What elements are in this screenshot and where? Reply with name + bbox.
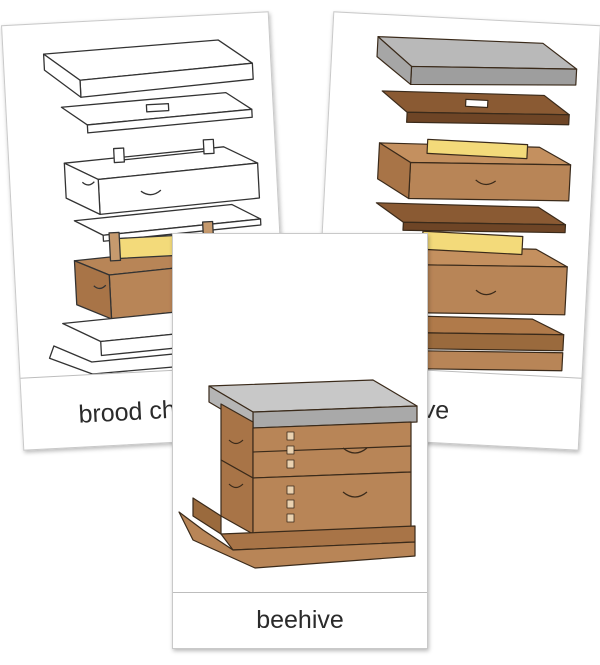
assembled-beehive-illustration: [178, 379, 418, 569]
card-divider: [173, 592, 427, 593]
dovetail-joints: [286, 431, 295, 523]
hive-stand: [178, 511, 416, 569]
flashcard-beehive: beehive: [172, 233, 428, 649]
card-label: beehive: [256, 606, 344, 634]
